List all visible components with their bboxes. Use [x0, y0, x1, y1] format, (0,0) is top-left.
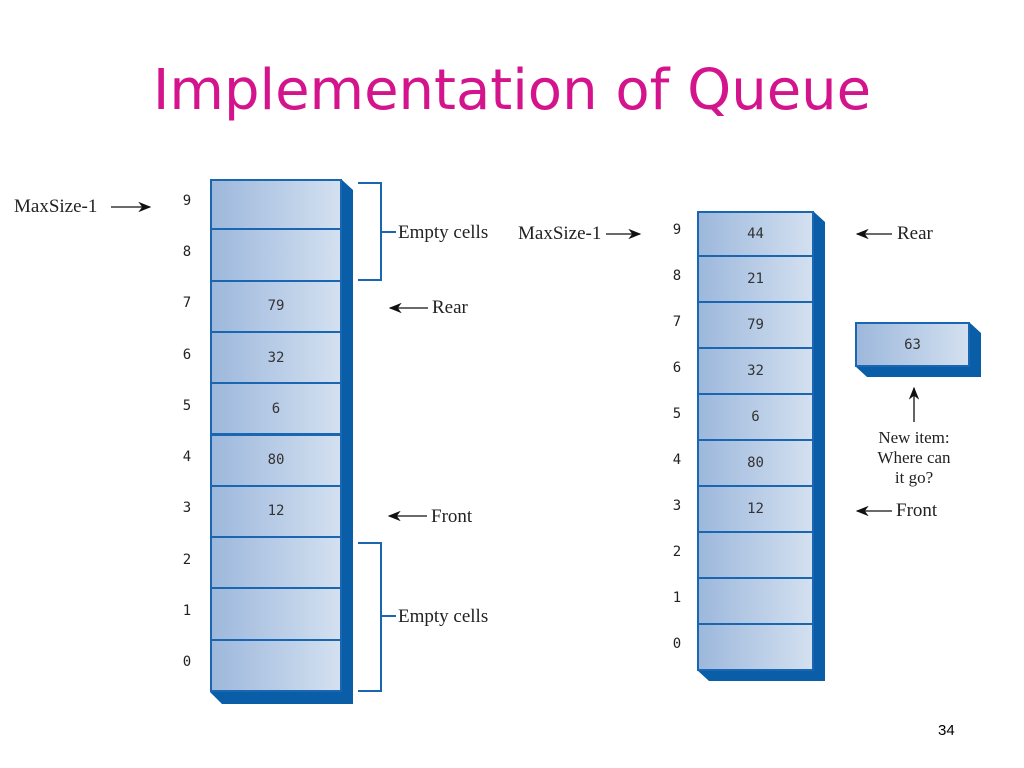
array-cell — [210, 638, 342, 692]
array-cell: 12 — [697, 485, 814, 533]
caption-line: it go? — [894, 468, 934, 487]
array-cell — [697, 623, 814, 671]
left-empty-top-label: Empty cells — [398, 222, 489, 243]
array-cell: 79 — [697, 301, 814, 349]
array-index: 0 — [672, 636, 682, 652]
right-front-label: Front — [896, 500, 938, 521]
new-item-box: 63 — [855, 322, 970, 367]
page-number: 34 — [938, 722, 955, 739]
array-index: 1 — [182, 603, 192, 620]
right-maxsize-label: MaxSize-1 — [518, 223, 602, 244]
array-cell: 12 — [210, 484, 342, 539]
array-index: 5 — [672, 406, 682, 422]
array-cell: 44 — [697, 211, 814, 257]
left-rear-label: Rear — [432, 297, 468, 318]
array-cell: 32 — [210, 330, 342, 385]
array-cell: 6 — [210, 382, 342, 436]
array-cell: 6 — [697, 393, 814, 441]
array-index: 3 — [182, 500, 192, 517]
array-index: 5 — [182, 397, 192, 414]
caption-line: New item: — [878, 428, 950, 447]
array-cell: 79 — [210, 279, 342, 333]
array-index: 2 — [672, 544, 682, 560]
array-index: 7 — [672, 314, 682, 330]
array-cell — [697, 531, 814, 579]
array-index: 6 — [182, 346, 192, 363]
array-index: 3 — [672, 498, 682, 514]
array-index: 2 — [182, 551, 192, 568]
array-cell — [210, 179, 342, 231]
caption-line: Where can — [877, 448, 951, 467]
array-index: 1 — [672, 590, 682, 606]
array-index: 9 — [182, 192, 192, 209]
bracket-empty-bottom — [358, 542, 396, 692]
array-index: 9 — [672, 222, 682, 238]
left-empty-bottom-label: Empty cells — [398, 606, 489, 627]
array-index: 6 — [672, 360, 682, 376]
array-index: 8 — [182, 243, 192, 260]
array-index: 0 — [182, 654, 192, 671]
array-cell: 32 — [697, 347, 814, 395]
array-cell: 21 — [697, 255, 814, 303]
new-item-caption: New item: Where can it go? — [854, 428, 974, 488]
slide-title: Implementation of Queue — [152, 58, 872, 123]
array-cell — [210, 228, 342, 282]
array-index: 4 — [182, 449, 192, 466]
array-cell: 80 — [210, 433, 342, 487]
array-cell — [697, 577, 814, 625]
array-index: 7 — [182, 295, 192, 312]
array-index: 4 — [672, 452, 682, 468]
array-cell — [210, 587, 342, 641]
left-maxsize-label: MaxSize-1 — [14, 196, 98, 217]
array-index: 8 — [672, 268, 682, 284]
left-front-label: Front — [431, 506, 473, 527]
array-cell — [210, 536, 342, 590]
right-rear-label: Rear — [897, 223, 933, 244]
array-cell: 80 — [697, 439, 814, 487]
bracket-empty-top — [358, 182, 396, 281]
